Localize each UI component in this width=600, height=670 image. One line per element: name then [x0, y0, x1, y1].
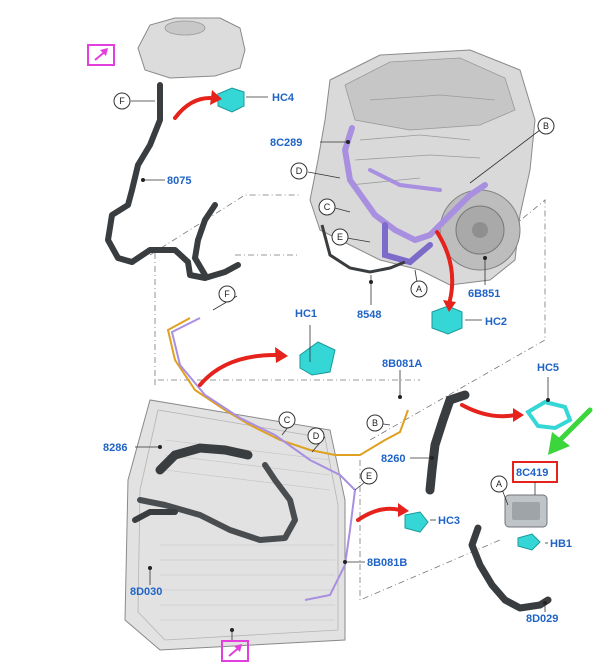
- clip-hb1: [517, 533, 541, 551]
- green-arrow: [548, 407, 593, 455]
- label-8d030: 8D030: [130, 586, 162, 598]
- callout-a-mid: A: [490, 475, 508, 493]
- pump-8c419: [504, 494, 548, 528]
- svg-text:F: F: [119, 96, 125, 106]
- label-8b081b: 8B081B: [367, 557, 407, 569]
- red-arrowheads: [210, 90, 524, 517]
- top-marker: [87, 44, 115, 66]
- hose-8075: [105, 82, 163, 265]
- svg-text:E: E: [366, 471, 372, 481]
- label-8548: 8548: [357, 309, 381, 321]
- svg-text:A: A: [496, 479, 502, 489]
- line-8b081a: [166, 317, 409, 456]
- callout-d-top: D: [290, 162, 308, 180]
- callout-f-mid: F: [218, 285, 236, 303]
- red-arrows: [173, 96, 517, 522]
- svg-text:A: A: [416, 284, 422, 294]
- hose-8075-branch: [129, 247, 241, 281]
- callout-e-mid: E: [360, 467, 378, 485]
- label-6b851: 6B851: [468, 288, 500, 300]
- hose-lower-radiator: [137, 462, 298, 543]
- engine-block: [309, 49, 536, 286]
- frame-lines: [149, 194, 546, 601]
- label-8c289: 8C289: [270, 137, 302, 149]
- hose-8286: [155, 443, 253, 475]
- bottom-marker: [221, 640, 249, 662]
- coolant-reservoir: [137, 17, 246, 79]
- label-hc3: HC3: [438, 515, 460, 527]
- svg-text:B: B: [543, 121, 549, 131]
- callout-f-top: F: [113, 92, 131, 110]
- hose-upper-bend: [191, 202, 218, 278]
- label-8075: 8075: [167, 175, 191, 187]
- callout-c-top: C: [318, 198, 336, 216]
- clip-hc4: [217, 87, 245, 113]
- label-hc2: HC2: [485, 316, 507, 328]
- svg-text:D: D: [313, 431, 320, 441]
- clip-hc3: [404, 511, 429, 533]
- svg-text:E: E: [337, 232, 343, 242]
- callout-e-top: E: [331, 228, 349, 246]
- hose-8d030: [132, 509, 178, 523]
- label-hc1: HC1: [295, 308, 317, 320]
- callout-a-top: A: [410, 280, 428, 298]
- label-8260: 8260: [381, 453, 405, 465]
- radiator: [124, 399, 346, 651]
- svg-text:C: C: [284, 415, 291, 425]
- label-8286: 8286: [103, 442, 127, 454]
- hose-8260: [425, 390, 470, 495]
- clip-hc2: [431, 305, 463, 335]
- svg-text:D: D: [296, 166, 303, 176]
- callout-d-mid: D: [307, 427, 325, 445]
- label-hc4: HC4: [272, 92, 295, 104]
- line-8b081b: [170, 317, 357, 601]
- hose-8d029: [468, 524, 552, 612]
- label-8d029: 8D029: [526, 613, 558, 625]
- leader-dots: [141, 140, 550, 632]
- callout-b-top: B: [537, 117, 555, 135]
- label-hc5: HC5: [537, 362, 559, 374]
- clip-hc1: [299, 341, 336, 376]
- svg-text:B: B: [372, 418, 378, 428]
- callout-b-mid: B: [366, 414, 384, 432]
- callout-c-mid: C: [278, 411, 296, 429]
- clip-hc5: [525, 399, 573, 431]
- label-8c419: 8C419: [516, 467, 548, 479]
- label-hb1: HB1: [550, 538, 572, 550]
- svg-text:F: F: [224, 289, 230, 299]
- svg-text:C: C: [324, 202, 331, 212]
- label-8b081a: 8B081A: [382, 358, 422, 370]
